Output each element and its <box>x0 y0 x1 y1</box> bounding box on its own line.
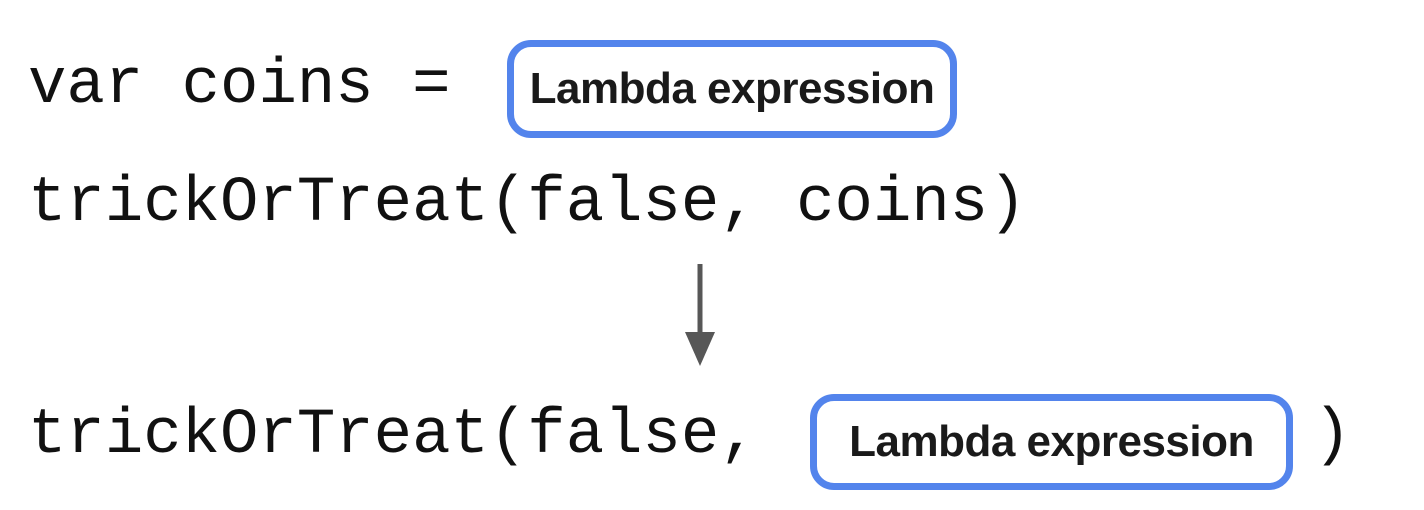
down-arrow-head <box>685 332 715 366</box>
lambda-expression-box-top: Lambda expression <box>507 40 957 138</box>
code-function-call: trickOrTreat(false, coins) <box>28 168 1027 240</box>
lambda-expression-label: Lambda expression <box>529 64 935 113</box>
code-closing-paren: ) <box>1313 400 1352 472</box>
down-arrow-icon <box>685 264 715 366</box>
code-var-declaration: var coins = <box>28 50 451 122</box>
code-function-call-prefix: trickOrTreat(false, <box>28 400 758 472</box>
lambda-expression-box-bottom: Lambda expression <box>810 394 1293 490</box>
lambda-expression-label: Lambda expression <box>849 417 1254 466</box>
